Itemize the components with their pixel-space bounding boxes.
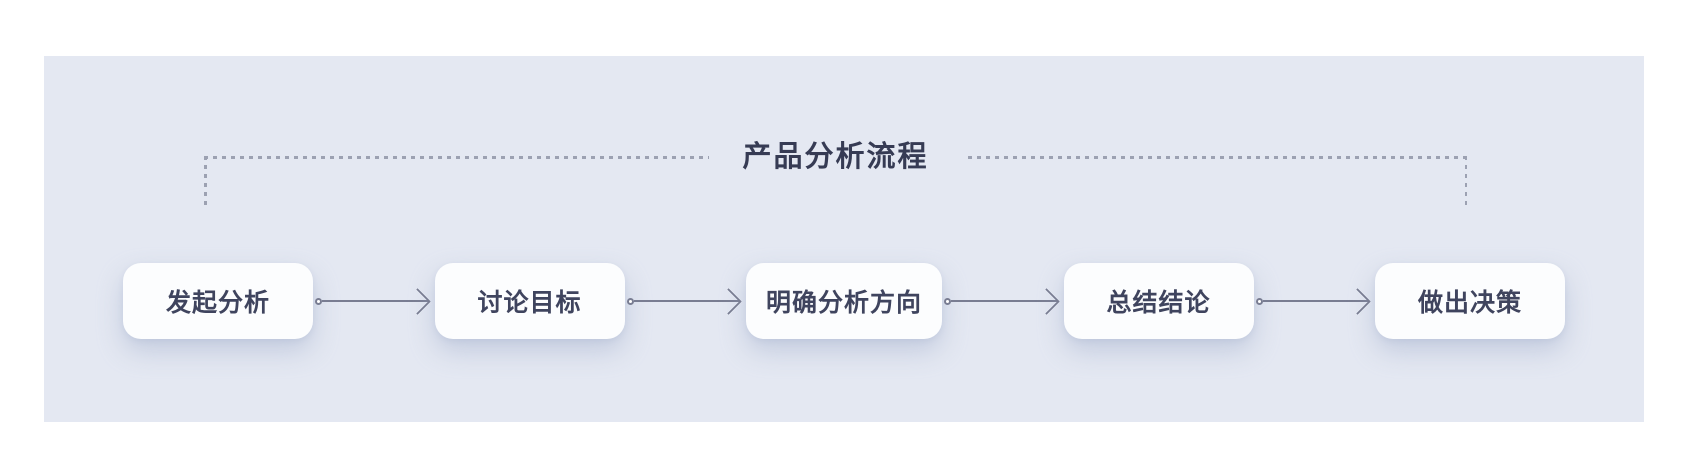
connector-arrowhead-icon (715, 287, 742, 315)
connector-start-dot-icon (1255, 297, 1263, 305)
flow-node-label: 做出决策 (1418, 289, 1523, 317)
connector-arrowhead-icon (1032, 287, 1060, 315)
flow-node-label: 总结结论 (1106, 289, 1211, 317)
flow-node: 总结结论 (1063, 263, 1254, 339)
connector-line (951, 300, 1058, 302)
flow-node: 做出决策 (1375, 263, 1566, 339)
flow-node-label: 发起分析 (165, 289, 270, 317)
bracket-left-horizontal-dash (204, 156, 709, 159)
flow-connector (313, 287, 435, 315)
flow-connector (625, 287, 747, 315)
connector-arrowhead-icon (1344, 287, 1371, 315)
bracket-right-dotted-line (962, 156, 1468, 206)
bracket-left-vertical-dash (204, 156, 207, 205)
connector-line (1262, 300, 1370, 302)
bracket-right-vertical-dash (1464, 156, 1468, 205)
connector-line (322, 300, 429, 302)
flow-row: 发起分析 讨论目标 明确分析方向 总结结论 做出决策 (123, 263, 1566, 339)
flow-node-label: 讨论目标 (477, 289, 582, 317)
bracket-right-horizontal-dash (962, 156, 1468, 159)
flow-connector (942, 287, 1064, 315)
flow-panel: 产品分析流程 发起分析 讨论目标 明确分析方向 总结结论 做 (44, 56, 1644, 422)
flow-node: 明确分析方向 (746, 263, 943, 339)
connector-start-dot-icon (315, 297, 322, 305)
flow-node: 发起分析 (123, 263, 313, 339)
bracket-left-dotted-line (204, 156, 709, 206)
connector-line (633, 300, 740, 302)
diagram-title: 产品分析流程 (742, 141, 929, 173)
flow-connector (1254, 287, 1376, 315)
title-bracket: 产品分析流程 (204, 140, 1468, 206)
flow-node-label: 明确分析方向 (766, 289, 923, 317)
connector-start-dot-icon (944, 297, 952, 305)
flow-node: 讨论目标 (434, 263, 625, 339)
connector-arrowhead-icon (403, 287, 431, 315)
connector-start-dot-icon (626, 297, 634, 305)
